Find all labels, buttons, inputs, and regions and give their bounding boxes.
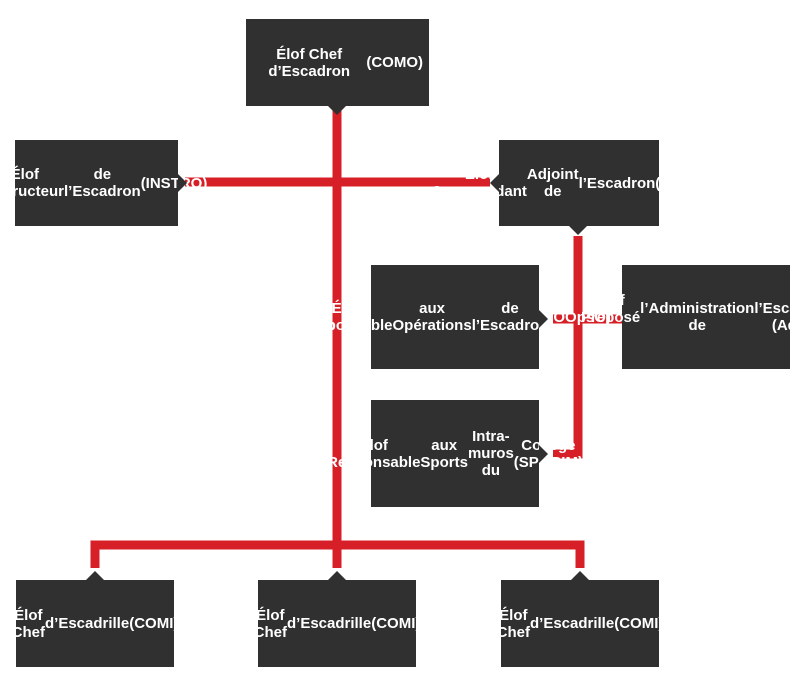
node-comi-3-line-1: Élof Chef bbox=[496, 606, 530, 641]
node-comi-2-line-3: (COMI) bbox=[371, 615, 421, 632]
node-oopso-line-1: Élof Responsable bbox=[299, 300, 393, 334]
node-instro-line-1: Élof Instructeur bbox=[0, 166, 64, 200]
node-como: Élof Chef d’Escadron (COMO) bbox=[246, 19, 429, 106]
node-sporim: Élof Responsable aux Sports Intra-muros … bbox=[327, 400, 583, 507]
notch-sporim bbox=[539, 445, 548, 463]
node-comi-1: Élof Chef d’Escadrille (COMI) bbox=[12, 580, 178, 667]
node-comi-2-line-1: Élof Chef bbox=[253, 606, 287, 641]
node-sporim-line-3: Intra-muros du bbox=[467, 428, 514, 479]
node-sporim-line-1: Élof Responsable bbox=[327, 436, 421, 471]
node-ado-line-3: l’Escadron (AdO) bbox=[754, 300, 811, 334]
node-comi-1-line-3: (COMI) bbox=[129, 615, 179, 632]
notch-comi-2 bbox=[328, 571, 346, 580]
node-acomo: Élof Commandant Adjoint de l’Escadron (A… bbox=[431, 140, 727, 226]
node-ado-line-2: l’Administration de bbox=[640, 300, 755, 334]
node-como-line-2: (COMO) bbox=[366, 54, 423, 71]
notch-instro bbox=[178, 174, 187, 192]
node-comi-2-line-2: d’Escadrille bbox=[286, 615, 372, 632]
node-comi-2: Élof Chef d’Escadrille (COMI) bbox=[254, 580, 420, 667]
node-sporim-line-4: Collège (SPORIM) bbox=[513, 436, 583, 471]
notch-como bbox=[328, 106, 346, 115]
connector-acomo-sporim bbox=[553, 236, 583, 459]
node-acomo-line-2: Adjoint de bbox=[526, 166, 579, 200]
node-como-line-1: Élof Chef d’Escadron bbox=[268, 45, 351, 80]
connector-comi-bus bbox=[90, 540, 585, 568]
node-comi-1-line-1: Élof Chef bbox=[11, 606, 45, 641]
node-comi-3-line-2: d’Escadrille bbox=[529, 615, 615, 632]
node-comi-1-line-2: d’Escadrille bbox=[44, 615, 130, 632]
node-acomo-line-3: l’Escadron bbox=[578, 174, 656, 192]
node-oopso-line-4: (OOpsO) bbox=[548, 308, 611, 326]
node-instro-line-2: de l’Escadron bbox=[64, 166, 141, 200]
node-comi-3-line-3: (COMI) bbox=[614, 615, 664, 632]
node-acomo-line-1: Élof Commandant bbox=[431, 166, 527, 200]
node-comi-3: Élof Chef d’Escadrille (COMI) bbox=[497, 580, 663, 667]
node-acomo-line-4: (A/COMO) bbox=[655, 174, 727, 192]
notch-oopso bbox=[539, 310, 548, 328]
node-ado-line-1: Élof Préposé à bbox=[580, 291, 641, 343]
node-instro-line-3: (INSTRO) bbox=[140, 174, 208, 192]
node-oopso-line-3: de l’Escadron bbox=[471, 300, 549, 334]
node-instro: Élof Instructeur de l’Escadron (INSTRO) bbox=[0, 140, 207, 226]
notch-acomo-left bbox=[490, 174, 499, 192]
node-ado: Élof Préposé à l’Administration de l’Esc… bbox=[581, 265, 811, 369]
notch-acomo-bottom bbox=[569, 226, 587, 235]
node-oopso-line-2: aux Opérations bbox=[392, 300, 472, 334]
notch-comi-1 bbox=[86, 571, 104, 580]
node-sporim-line-2: aux Sports bbox=[420, 436, 468, 471]
notch-comi-3 bbox=[571, 571, 589, 580]
node-oopso: Élof Responsable aux Opérations de l’Esc… bbox=[299, 265, 611, 369]
